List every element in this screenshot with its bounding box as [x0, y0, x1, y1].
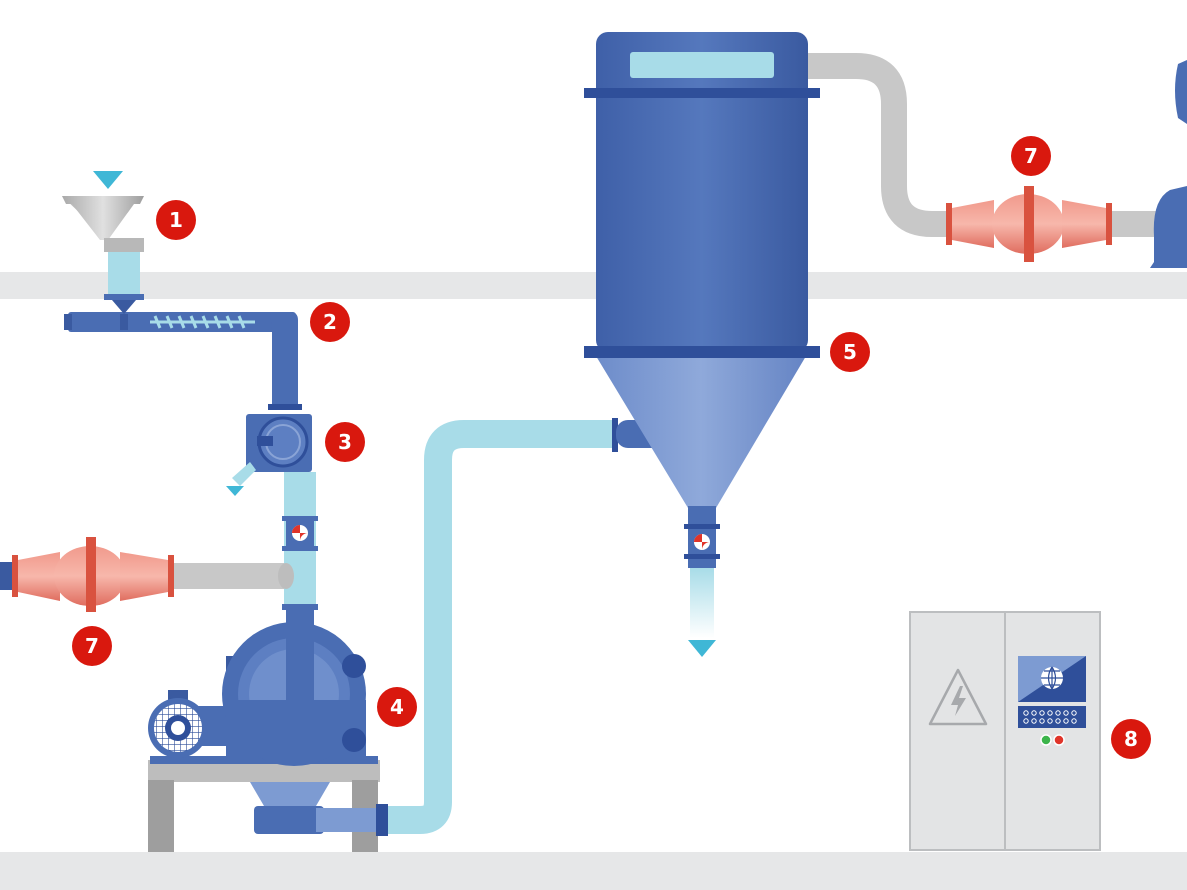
screw-conveyor-flights: [150, 315, 255, 329]
badge-3: 3: [325, 422, 365, 462]
svg-text:3: 3: [338, 430, 352, 454]
start-indicator-icon: [1040, 734, 1052, 746]
mill: [148, 610, 388, 852]
cyclone: [584, 32, 820, 657]
motor: [148, 690, 230, 758]
badge-7-left: 7: [72, 626, 112, 666]
fan-left: [0, 537, 294, 612]
control-cabinet: [909, 611, 1101, 851]
badge-4: 4: [377, 687, 417, 727]
upper-floor: [0, 272, 1187, 299]
svg-text:8: 8: [1124, 727, 1138, 751]
badge-8: 8: [1111, 719, 1151, 759]
keypad: [1023, 710, 1077, 724]
svg-text:4: 4: [390, 695, 404, 719]
inlet-arrow-icon: [93, 171, 123, 189]
ground-floor: [0, 852, 1187, 890]
svg-text:1: 1: [169, 208, 183, 232]
svg-text:5: 5: [843, 340, 857, 364]
screw-feeder: [64, 300, 302, 410]
reject-outlet-arrow-icon: [226, 486, 244, 496]
feed-pipe: [282, 472, 318, 610]
svg-text:2: 2: [323, 310, 337, 334]
stop-indicator-icon: [1053, 734, 1065, 746]
rotary-valve: [226, 414, 312, 496]
product-outlet-arrow-icon: [688, 640, 716, 657]
transport-pipe: [388, 420, 616, 834]
badge-7-right: 7: [1011, 136, 1051, 176]
display-panel: [1018, 656, 1086, 746]
filter-unit-partial: [1150, 186, 1187, 268]
svg-text:7: 7: [1024, 144, 1038, 168]
exhaust-pipe: [808, 53, 950, 237]
fan-right: [946, 60, 1187, 268]
badge-2: 2: [310, 302, 350, 342]
feed-hopper: [62, 171, 144, 300]
badge-5: 5: [830, 332, 870, 372]
high-voltage-warning-icon: [928, 668, 988, 726]
badge-1: 1: [156, 200, 196, 240]
svg-text:7: 7: [85, 634, 99, 658]
